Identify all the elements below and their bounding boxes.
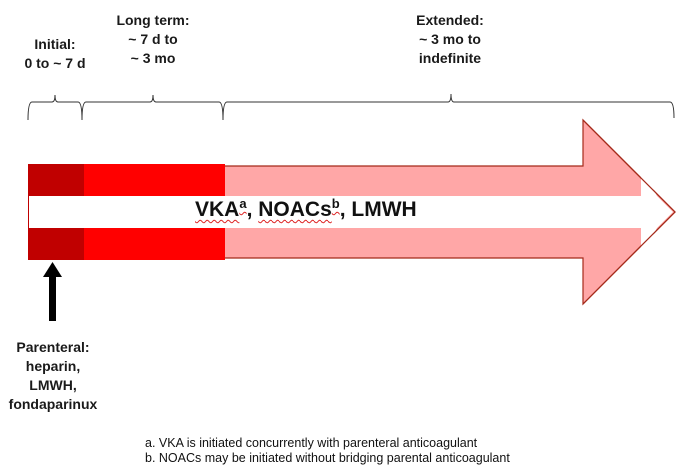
parenteral-pointer-arrow bbox=[43, 262, 62, 321]
drug-separator-2: , bbox=[339, 198, 352, 221]
parenteral-drug-fondaparinux: fondaparinux bbox=[8, 396, 98, 412]
footnote-ref-b: b bbox=[331, 196, 340, 211]
phase-extended-title: Extended: bbox=[416, 12, 484, 28]
phase-extended-range-end: indefinite bbox=[418, 50, 482, 66]
drug-vka: VKA bbox=[195, 198, 240, 221]
footnote-a: a. VKA is initiated concurrently with pa… bbox=[145, 436, 478, 450]
phase-long-term-range-end: ~ 3 mo bbox=[130, 50, 176, 66]
footnote-ref-a: a bbox=[239, 196, 247, 211]
phase-label-extended: Extended: ~ 3 mo to indefinite bbox=[400, 11, 500, 68]
brace-long-term bbox=[81, 94, 224, 121]
therapy-arrow bbox=[28, 118, 676, 306]
drug-options-label: VKAa, NOACsb, LMWH bbox=[195, 196, 495, 222]
parenteral-drug-heparin: heparin, bbox=[25, 358, 81, 374]
phase-initial-title: Initial: bbox=[34, 36, 76, 52]
phase-extended-range-start: ~ 3 mo to bbox=[419, 31, 481, 47]
phase-initial-range: 0 to ~ 7 d bbox=[24, 55, 86, 71]
footnotes: a. VKA is initiated concurrently with pa… bbox=[145, 436, 510, 466]
brace-initial bbox=[27, 94, 83, 121]
arrow-tip-white bbox=[641, 196, 673, 228]
phase-braces bbox=[27, 93, 675, 121]
footnote-b: b. NOACs may be initiated without bridgi… bbox=[145, 451, 510, 465]
drug-lmwh: LMWH bbox=[351, 198, 417, 221]
drug-noacs: NOACs bbox=[258, 198, 332, 221]
brace-extended bbox=[222, 93, 675, 121]
parenteral-title: Parenteral: bbox=[16, 339, 90, 355]
phase-label-initial: Initial: 0 to ~ 7 d bbox=[10, 35, 100, 73]
parenteral-label: Parenteral: heparin, LMWH, fondaparinux bbox=[0, 338, 106, 414]
phase-label-long-term: Long term: ~ 7 d to ~ 3 mo bbox=[103, 11, 203, 68]
arrow-center-band bbox=[29, 196, 641, 228]
parenteral-drug-lmwh: LMWH, bbox=[29, 377, 77, 393]
drug-separator-1: , bbox=[246, 198, 259, 221]
phase-long-term-title: Long term: bbox=[116, 12, 190, 28]
phase-long-term-range-start: ~ 7 d to bbox=[128, 31, 178, 47]
